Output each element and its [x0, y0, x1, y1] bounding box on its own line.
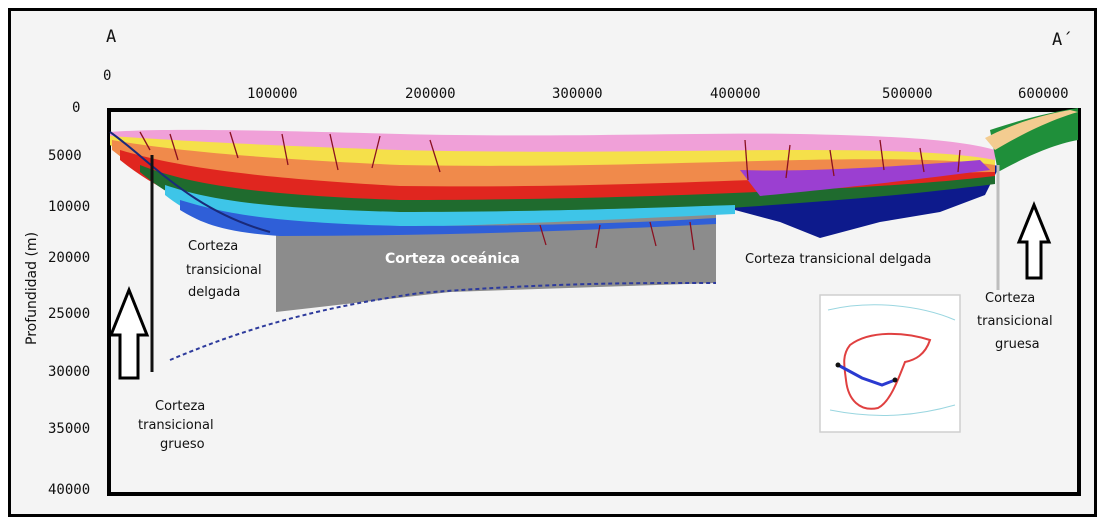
- x-tick-label: 100000: [247, 86, 298, 102]
- margin-green: [990, 108, 1078, 172]
- annotation-left-thin: Corteza transicional delgada: [186, 239, 262, 300]
- fault-lines: [139, 131, 961, 251]
- x-tick-label: 400000: [710, 86, 761, 102]
- x-tick-label: 0: [103, 68, 111, 84]
- up-arrow-right-icon: [1016, 201, 1052, 280]
- sediment-layers: [110, 108, 1078, 236]
- annotation-line: transicional: [138, 418, 214, 433]
- left-basement-line: [109, 131, 271, 233]
- y-tick-label: 20000: [48, 250, 90, 266]
- sediment-green: [140, 165, 995, 223]
- oceanic-crust-block: [276, 210, 716, 312]
- x-tick-label: 200000: [405, 86, 456, 102]
- y-tick-label: 40000: [48, 482, 90, 498]
- sediment-cyan: [165, 185, 735, 230]
- y-tick-label: 5000: [48, 148, 82, 164]
- annotation-line: delgada: [188, 285, 240, 300]
- section-start-label: A: [106, 27, 116, 47]
- y-tick-label: 25000: [48, 306, 90, 322]
- y-tick-label: 35000: [48, 421, 90, 437]
- section-end-label: A´: [1052, 30, 1072, 50]
- location-map-inset-icon: [819, 294, 961, 433]
- sediment-purple: [740, 160, 990, 196]
- up-arrow-left-icon: [108, 285, 150, 380]
- y-axis-title: Profundidad (m): [24, 232, 40, 345]
- x-tick-label: 300000: [552, 86, 603, 102]
- x-tick-label: 500000: [882, 86, 933, 102]
- margin-tan: [985, 110, 1078, 150]
- sediment-blue: [180, 200, 716, 236]
- annotation-line: Corteza: [155, 399, 205, 414]
- plot-box: [107, 108, 1081, 496]
- annotation-right-thin: Corteza transicional delgada: [745, 252, 931, 267]
- annotation-line: grueso: [160, 437, 205, 452]
- annotation-line: Corteza: [188, 239, 238, 254]
- y-axis: 0 5000 10000 20000 25000 30000 35000 400…: [24, 100, 90, 498]
- annotation-line: transicional: [977, 314, 1053, 329]
- x-axis: 0 100000 200000 300000 400000 500000 600…: [103, 68, 1069, 102]
- annotation-line: transicional: [186, 263, 262, 278]
- annotation-line: gruesa: [995, 337, 1040, 352]
- moho-line: [169, 281, 717, 361]
- y-tick-label: 10000: [48, 199, 90, 215]
- annotation-right-thick: Corteza transicional gruesa: [977, 291, 1053, 352]
- annotation-left-thick: Corteza transicional grueso: [138, 399, 214, 452]
- annotation-oceanic: Corteza oceánica: [385, 251, 520, 267]
- y-tick-label: 0: [72, 100, 80, 116]
- annotation-line: Corteza: [985, 291, 1035, 306]
- x-tick-label: 600000: [1018, 86, 1069, 102]
- y-tick-label: 30000: [48, 364, 90, 380]
